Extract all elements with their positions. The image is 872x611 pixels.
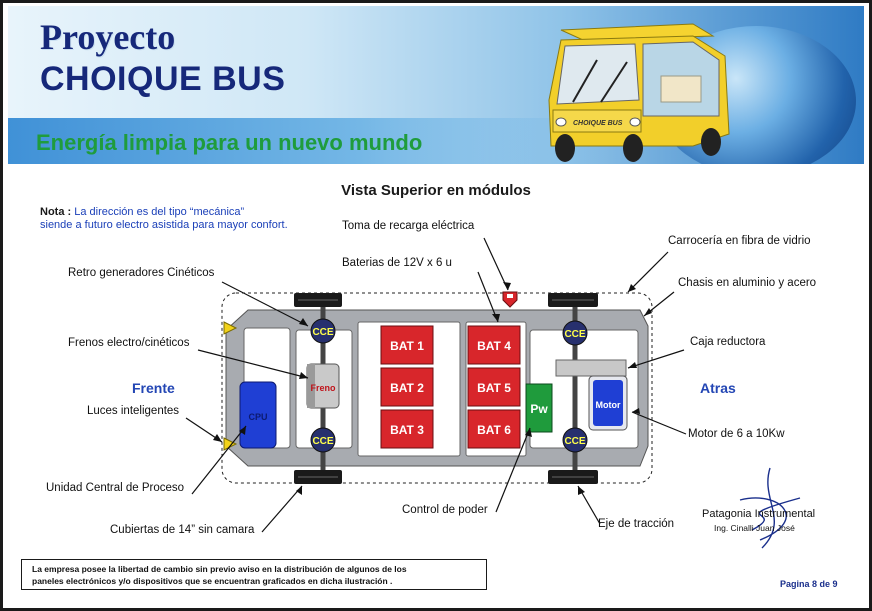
battery-5-label: BAT 5: [477, 381, 511, 395]
battery-1: [380, 325, 434, 365]
battery-4: [467, 325, 521, 365]
title-line-2: CHOIQUE BUS: [40, 60, 286, 98]
cpu-label: CPU: [248, 412, 267, 422]
light-top: [223, 321, 238, 335]
header-banner: Proyecto CHOIQUE BUS Energía limpia para…: [8, 6, 864, 164]
signature-scribble: [739, 467, 801, 549]
motor-label: Motor: [596, 400, 621, 410]
charge-socket: [502, 291, 518, 308]
signature-name: Ing. Cinalli Juan José: [714, 523, 795, 533]
battery-bank-rear: [467, 325, 521, 449]
note-text-2: siende a futuro electro asistida para ma…: [40, 219, 288, 231]
label-lights: Luces inteligentes: [87, 405, 180, 417]
motor-module: Motor: [588, 375, 628, 431]
label-motor: Motor de 6 a 10Kw: [688, 428, 785, 440]
note: Nota : La dirección es del tipo “mecánic…: [40, 206, 288, 232]
note-label: Nota :: [40, 206, 72, 218]
label-brakes: Frenos electro/cinéticos: [68, 337, 190, 349]
body-outline: [221, 292, 653, 484]
banner-swoosh: [8, 118, 608, 164]
disclaimer-line-1: La empresa posee la libertad de cambio s…: [32, 564, 407, 574]
disclaimer-line-2: paneles electrónicos y/o dispositivos qu…: [32, 576, 393, 586]
label-chassis: Chasis en aluminio y acero: [678, 277, 817, 289]
battery-3-label: BAT 3: [390, 423, 424, 437]
label-body: Carrocería en fibra de vidrio: [668, 235, 811, 247]
cce-label: CCE: [564, 329, 585, 340]
cce-label: CCE: [312, 436, 333, 447]
battery-bank-front: [380, 325, 434, 449]
battery-2: [380, 367, 434, 407]
bus-logo-text: CHOIQUE BUS: [573, 120, 623, 127]
cce-front-top: CCE: [310, 318, 336, 344]
battery-6-label: BAT 6: [477, 423, 511, 437]
brake-label: Freno: [310, 383, 336, 393]
label-drive-axle: Eje de tracción: [598, 518, 675, 530]
battery-5: [467, 367, 521, 407]
slogan: Energía limpia para un nuevo mundo: [36, 130, 423, 155]
label-gearbox: Caja reductora: [690, 336, 766, 348]
cce-rear-top: CCE: [562, 320, 588, 346]
note-text-1: La dirección es del tipo “mecánica”: [74, 206, 245, 218]
cce-rear-bottom: CCE: [562, 427, 588, 453]
battery-1-label: BAT 1: [390, 339, 424, 353]
diagram-title: Vista Superior en módulos: [341, 182, 531, 199]
page-number: Pagina 8 de 9: [780, 579, 838, 589]
bus-image: CHOIQUE BUS: [548, 23, 730, 162]
battery-6: [467, 409, 521, 449]
label-cpu: Unidad Central de Proceso: [46, 482, 185, 494]
label-regenerators: Retro generadores Cinéticos: [68, 267, 215, 279]
battery-4-label: BAT 4: [477, 339, 511, 353]
cce-front-bottom: CCE: [310, 427, 336, 453]
battery-2-label: BAT 2: [390, 381, 424, 395]
label-charge-socket: Toma de recarga eléctrica: [342, 220, 475, 232]
battery-3: [380, 409, 434, 449]
label-power-control: Control de poder: [402, 504, 488, 516]
disclaimer-box: La empresa posee la libertad de cambio s…: [21, 559, 487, 590]
power-controller-label: Pw: [530, 402, 548, 416]
cce-label: CCE: [564, 436, 585, 447]
power-controller: Pw: [525, 383, 553, 433]
gearbox: [555, 359, 627, 377]
brake-module: Freno: [306, 363, 340, 409]
rear-label: Atras: [700, 380, 736, 396]
cpu-module: CPU: [239, 381, 277, 449]
label-tires: Cubiertas de 14” sin camara: [110, 524, 255, 536]
front-label: Frente: [132, 380, 175, 396]
signature-company: Patagonia Instrumental: [702, 508, 816, 520]
label-batteries: Baterias de 12V x 6 u: [342, 257, 452, 269]
title-line-1: Proyecto: [40, 17, 176, 57]
cce-label: CCE: [312, 327, 333, 338]
